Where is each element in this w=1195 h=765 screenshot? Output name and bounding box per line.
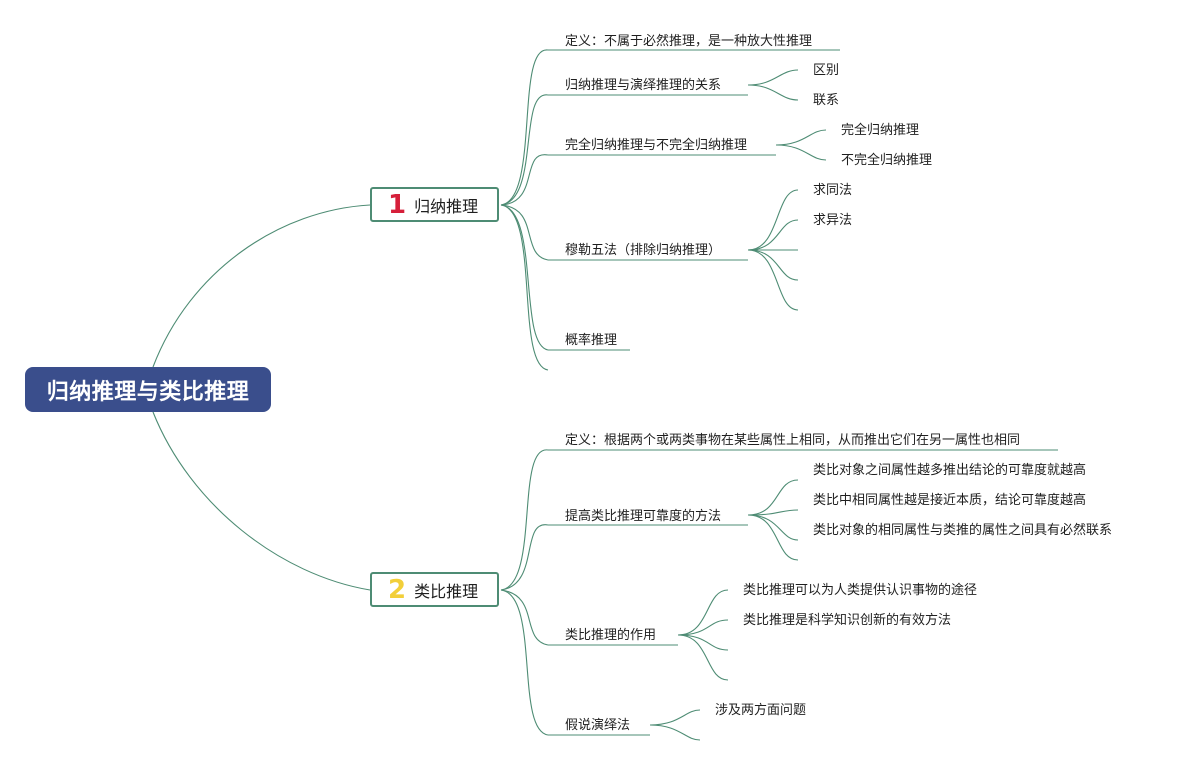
t2-reliability-child-3[interactable]: 类比对象的相同属性与类推的属性之间具有必然联系	[813, 523, 1113, 538]
topic-2[interactable]: 2 类比推理	[370, 572, 499, 607]
connector-t2-s1	[500, 449, 549, 591]
connector-t1-s2	[500, 94, 549, 206]
topic-2-title: 类比推理	[414, 581, 479, 601]
t1-subtopic-relation[interactable]: 归纳推理与演绎推理的关系	[565, 78, 722, 93]
topic-1-number-badge: 1	[388, 189, 407, 220]
connector-t2-s3	[500, 589, 549, 646]
connector-root-topic2	[152, 411, 371, 591]
t2-subtopic-function[interactable]: 类比推理的作用	[565, 628, 657, 643]
t1-relation-child-difference[interactable]: 区别	[813, 63, 840, 78]
connector-t1-s6	[500, 204, 549, 371]
t1-complete-child-1[interactable]: 完全归纳推理	[841, 123, 920, 138]
t1-mill-child-agreement[interactable]: 求同法	[813, 183, 853, 198]
topic-2-number-badge: 2	[388, 574, 407, 605]
connector-root-topic1	[152, 204, 371, 368]
t1-relation-child-connection[interactable]: 联系	[813, 93, 840, 108]
connector-t1-s4	[500, 204, 549, 261]
connector-t2-s4	[500, 589, 549, 736]
t2-function-child-1[interactable]: 类比推理可以为人类提供认识事物的途径	[743, 583, 978, 598]
t1-subtopic-mill-methods[interactable]: 穆勒五法（排除归纳推理）	[565, 243, 722, 258]
topic-1[interactable]: 1 归纳推理	[370, 187, 499, 222]
root-title: 归纳推理与类比推理	[46, 379, 250, 405]
t2-subtopic-hypothesis[interactable]: 假说演绎法	[565, 718, 631, 733]
t2-reliability-child-2[interactable]: 类比中相同属性越是接近本质，结论可靠度越高	[813, 493, 1087, 508]
t1-complete-child-2[interactable]: 不完全归纳推理	[841, 153, 933, 168]
connector-t1-s5	[500, 204, 549, 351]
connector-t2-s2	[500, 524, 549, 591]
t1-subtopic-complete[interactable]: 完全归纳推理与不完全归纳推理	[565, 138, 748, 153]
t2-reliability-child-1[interactable]: 类比对象之间属性越多推出结论的可靠度就越高	[813, 463, 1087, 478]
topic-1-title: 归纳推理	[414, 196, 479, 216]
root-node[interactable]: 归纳推理与类比推理	[25, 367, 271, 412]
t2-subtopic-reliability[interactable]: 提高类比推理可靠度的方法	[565, 509, 722, 524]
t2-subtopic-definition[interactable]: 定义：根据两个或两类事物在某些属性上相同，从而推出它们在另一属性也相同	[565, 433, 1021, 448]
connector-t1-s1	[500, 49, 549, 206]
connector-t1-s3	[500, 154, 549, 206]
t1-subtopic-definition[interactable]: 定义：不属于必然推理，是一种放大性推理	[565, 34, 813, 49]
t2-function-child-2[interactable]: 类比推理是科学知识创新的有效方法	[743, 613, 952, 628]
t1-subtopic-probability[interactable]: 概率推理	[565, 333, 618, 348]
t1-mill-child-difference[interactable]: 求异法	[813, 213, 853, 228]
t2-hypothesis-child-1[interactable]: 涉及两方面问题	[715, 703, 807, 718]
